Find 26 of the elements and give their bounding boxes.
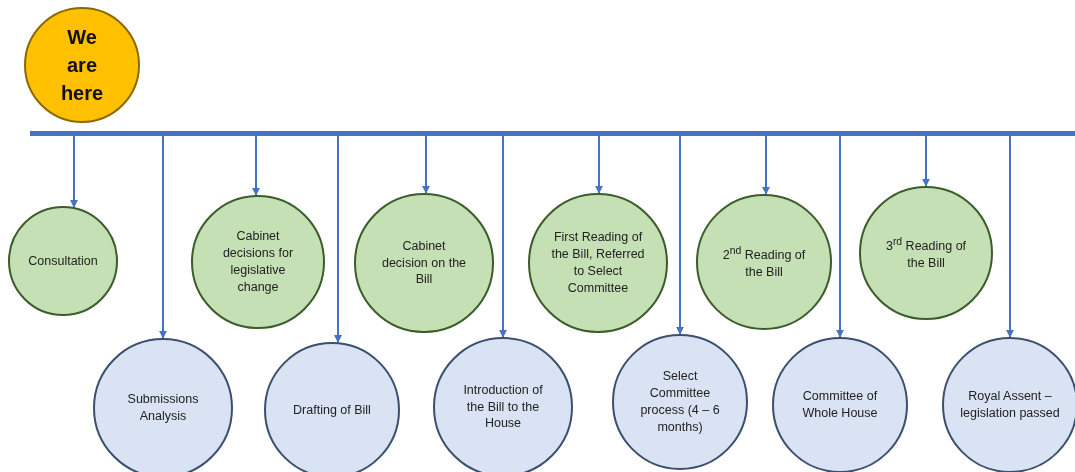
arrow [762, 135, 770, 196]
stage-label: Consultation [27, 252, 99, 270]
arrow [159, 135, 167, 339]
stage-label: Submissions Analysis [126, 391, 200, 425]
arrow [70, 135, 78, 209]
stage-label: Introduction of the Bill to the House [462, 381, 544, 433]
stage-label: 2$^{nd}$ Reading of the Bill [721, 243, 807, 281]
stage-label: Select Committee process (4 – 6 months) [639, 368, 721, 436]
stage-label: Cabinet decision on the Bill [380, 237, 468, 289]
arrow [422, 135, 430, 195]
arrow [499, 135, 507, 338]
stage-label: First Reading of the Bill, Referred to Select Committee [550, 229, 646, 297]
arrow [252, 135, 260, 197]
stage-label: Drafting of Bill [292, 401, 372, 419]
arrow [836, 135, 844, 338]
stage-label: Committee of Whole House [801, 388, 879, 422]
stage-label: Royal Assent – legislation passed [960, 388, 1060, 422]
stage-label: 3$^{rd}$ Reading of the Bill [884, 234, 968, 272]
timeline-bar [30, 131, 1075, 136]
arrow [334, 135, 342, 344]
stage-label: We are here [59, 25, 105, 106]
arrow [595, 135, 603, 194]
arrow [1006, 135, 1014, 338]
stage-label: Cabinet decisions for legislative change [221, 228, 295, 296]
arrow [922, 135, 930, 187]
arrow [676, 135, 684, 335]
